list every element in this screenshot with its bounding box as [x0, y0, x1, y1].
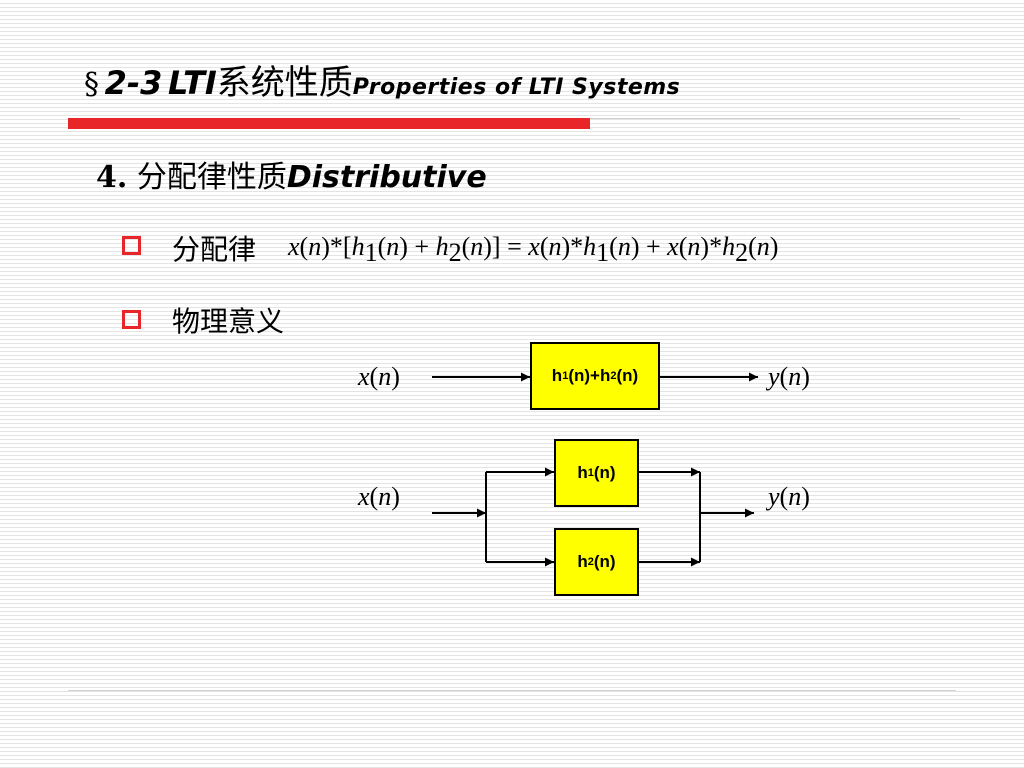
input-signal-bottom: x(n) [358, 482, 400, 511]
title-divider [590, 118, 960, 119]
section-number: 2-3 [104, 64, 163, 102]
bullet-physical-meaning-label: 物理意义 [172, 305, 285, 338]
title-chinese: 系统性质 [216, 63, 353, 103]
output-signal-top: y(n) [768, 362, 810, 391]
title-english: Properties of LTI Systems [352, 75, 681, 100]
section-heading: 4. 分配律性质Distributive [96, 152, 487, 196]
bullet-square-icon [122, 310, 141, 329]
section-mark: § [84, 67, 99, 102]
bullet-distributive-label: 分配律 [172, 233, 257, 266]
footer-divider [68, 690, 956, 691]
input-signal-top: x(n) [358, 362, 400, 391]
heading-number: 4. [96, 160, 128, 195]
distributive-formula: x(n)*[h1(n) + h2(n)] = x(n)*h1(n) + x(n)… [288, 232, 779, 267]
heading-chinese: 分配律性质 [136, 160, 287, 195]
title-accent-bar [68, 118, 590, 129]
slide-title: § 2-3 LTI系统性质Properties of LTI Systems [84, 55, 680, 104]
title-lti: LTI [167, 64, 217, 102]
bullet-square-icon [122, 236, 141, 255]
heading-english: Distributive [286, 160, 487, 195]
output-signal-bottom: y(n) [768, 482, 810, 511]
